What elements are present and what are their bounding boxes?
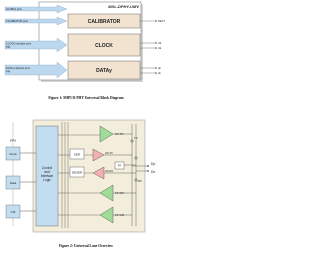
calibrator-arrow	[4, 16, 68, 26]
clock-block	[67, 33, 141, 57]
hs-tx-buffer	[92, 148, 105, 162]
termination-label: RT	[118, 164, 122, 168]
io-markers	[130, 139, 138, 182]
ppi-data-label: Data	[10, 181, 17, 185]
ppi-bus-arrows	[20, 152, 36, 212]
clock-interface-label: CLOCK interface pins	[6, 42, 32, 46]
dn-label: Dn	[151, 170, 155, 174]
control-bus-lines	[58, 122, 100, 228]
control-label-line-2: and	[44, 170, 50, 174]
tx-label: TX	[134, 136, 138, 140]
ser-label: SER	[74, 153, 81, 157]
figure2-lane-diagram: PPI Clock Data CM Control and Interface …	[5, 119, 155, 233]
rext-pin-label: REXT	[158, 19, 165, 23]
ppi-label: PPI	[10, 139, 16, 143]
fig1-title: MXL-DPHY-UMV	[108, 4, 139, 9]
deser-label: DESER	[72, 171, 83, 175]
clock-label: CLOCK	[95, 43, 113, 49]
clock-arrow	[4, 37, 68, 53]
figure1-block-diagram: MXL-DPHY-UMV CALIBRATOR CLOCK DATAy GLOB…	[4, 1, 165, 82]
datay-ppi-label: PPI	[6, 70, 10, 74]
input-arrows	[4, 4, 68, 79]
hs-tx-label: HS-TX	[105, 151, 113, 155]
clk-pin-label-2: clk	[158, 46, 162, 50]
control-label-line-1: Control	[42, 166, 53, 170]
figure2-caption: Figure 2: Universal Lane Overview	[58, 244, 114, 248]
dp-pin-label: dp	[158, 66, 161, 70]
output-pin-dots-fig2	[147, 165, 149, 172]
termination-block	[114, 161, 125, 170]
global-arrow	[4, 4, 68, 14]
dp-label: Dp	[151, 162, 155, 166]
ppi-clock-block	[5, 146, 21, 161]
control-interface-block	[35, 125, 59, 227]
deser-block	[69, 166, 85, 178]
page: MXL-DPHY-UMV CALIBRATOR CLOCK DATAy GLOB…	[4, 1, 165, 248]
datay-block	[67, 60, 141, 80]
ppi-clock-label: Clock	[9, 152, 17, 156]
clk-pin-label-1: clk	[158, 41, 162, 45]
ppi-cm-block	[5, 204, 21, 219]
datay-arrow	[4, 61, 68, 79]
dn-pin-label: dn	[158, 71, 161, 75]
ser-block	[69, 148, 85, 160]
calibrator-label: CALIBRATOR	[88, 19, 121, 25]
lp-tx-buffer	[99, 125, 114, 143]
rx-label: RX	[138, 179, 142, 183]
clock-ppi-label: PPI	[6, 45, 10, 49]
control-label-line-3: Interface	[41, 174, 54, 178]
datay-interface-label: DATAy interface pins	[6, 66, 31, 70]
ppi-cm-label: CM	[11, 210, 16, 214]
datay-label: DATAy	[96, 68, 112, 74]
global-pins-label: GLOBAL pins	[6, 7, 22, 11]
output-pin-dots	[155, 20, 157, 74]
control-label-line-4: Logic	[43, 178, 51, 182]
output-pin-lines	[140, 20, 156, 74]
calibrator-pins-label: CALIBRATOR pins	[6, 19, 29, 23]
figure1-caption: Figure 1: MIPI D-PHY Universal Block Dia…	[48, 96, 124, 100]
ppi-data-block	[5, 175, 21, 190]
lane-output-wires	[104, 124, 148, 226]
hs-rx-label: HS-RX	[105, 169, 113, 173]
